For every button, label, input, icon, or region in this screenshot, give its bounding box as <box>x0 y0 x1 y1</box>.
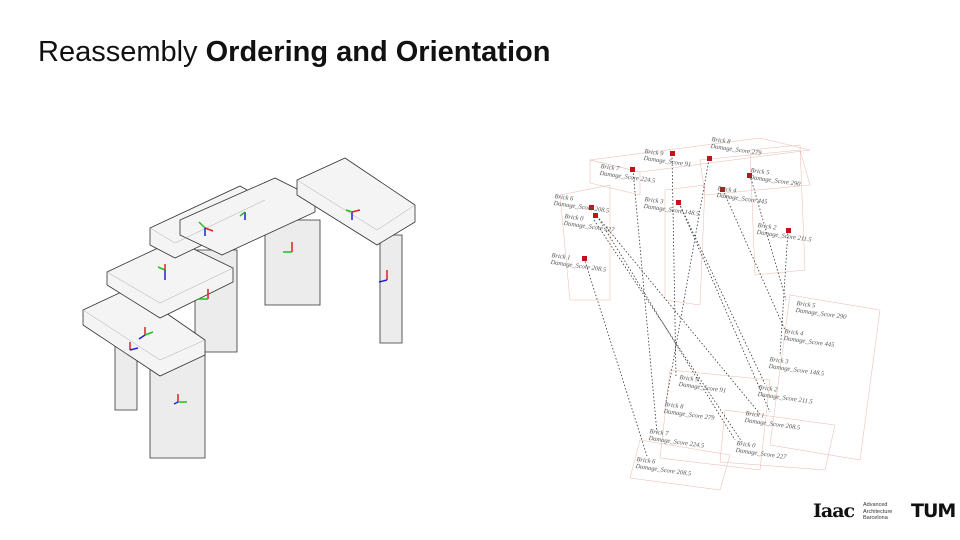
beam <box>179 177 316 256</box>
beam <box>296 157 416 246</box>
title-bold: Ordering and Orientation <box>205 36 551 68</box>
tum-logo: TUM <box>911 500 956 522</box>
slide-title: Reassembly Ordering and Orientation <box>38 36 550 69</box>
iaac-sub-line: Architecture <box>863 508 893 515</box>
iaac-logo: Iaac <box>813 500 855 522</box>
title-regular: Reassembly <box>38 36 206 68</box>
orientation-axes <box>129 209 388 405</box>
pick-markers <box>582 151 791 261</box>
column <box>379 234 403 344</box>
ordering-connectors <box>583 153 789 457</box>
iaac-sub-line: Barcelona <box>863 515 888 521</box>
wireframe-original <box>559 137 811 306</box>
iaac-sub-line: Advanced <box>863 502 888 508</box>
wireframe-stacked <box>629 294 881 491</box>
column <box>264 219 321 306</box>
